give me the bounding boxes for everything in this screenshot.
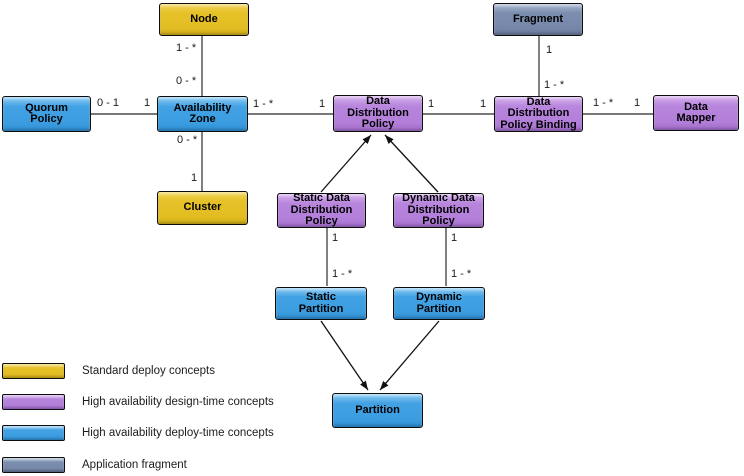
- data-mapper-box: Data Mapper: [653, 95, 739, 131]
- multiplicity-binding-end-mapper-edge: 1 - *: [593, 97, 614, 109]
- multiplicity-quorum-end: 0 - 1: [97, 97, 120, 109]
- multiplicity-binding-end-fragment-edge: 1 - *: [544, 79, 565, 91]
- legend-item-deploy-time: High availability deploy-time concepts: [2, 425, 274, 441]
- dynamic-data-distribution-policy-box: Dynamic Data Distribution Policy: [393, 193, 484, 228]
- multiplicity-node-end: 1 - *: [176, 42, 197, 54]
- dynamic-partition-box: Dynamic Partition: [393, 287, 485, 320]
- legend-swatch-application-fragment: [2, 457, 65, 473]
- legend-label-application-fragment: Application fragment: [82, 459, 187, 471]
- legend-label-design-time: High availability design-time concepts: [82, 396, 274, 408]
- multiplicity-az-end-cluster-edge: 0 - *: [177, 134, 198, 146]
- multiplicity-fragment-end: 1: [546, 44, 553, 56]
- arrow-dynamic-partition-to-partition: [379, 320, 440, 391]
- multiplicity-mapper-end: 1: [634, 97, 641, 109]
- quorum-policy-box: Quorum Policy: [2, 96, 91, 132]
- arrow-static-partition-to-partition: [320, 320, 369, 391]
- multiplicity-dynamic-partition-end: 1 - *: [451, 268, 472, 280]
- node-box: Node: [159, 3, 249, 36]
- legend-swatch-standard: [2, 363, 65, 379]
- legend-label-standard: Standard deploy concepts: [82, 365, 215, 377]
- arrow-static-policy-to-policy: [320, 134, 372, 193]
- multiplicity-binding-end-policy-edge: 1: [480, 98, 487, 110]
- legend-item-application-fragment: Application fragment: [2, 457, 187, 473]
- arrow-dynamic-policy-to-policy: [384, 134, 439, 193]
- partition-box: Partition: [332, 393, 423, 428]
- multiplicity-az-end-quorum-edge: 1: [144, 97, 151, 109]
- multiplicity-dynamic-policy-end: 1: [451, 232, 458, 244]
- multiplicity-policy-end-binding-edge: 1: [428, 98, 435, 110]
- availability-zone-box: Availability Zone: [157, 96, 248, 132]
- legend-swatch-deploy-time: [2, 425, 65, 441]
- cluster-box: Cluster: [157, 191, 248, 225]
- multiplicity-static-policy-end: 1: [332, 232, 339, 244]
- multiplicity-az-end-node-edge: 0 - *: [176, 75, 197, 87]
- multiplicity-cluster-end: 1: [191, 172, 198, 184]
- legend-item-standard: Standard deploy concepts: [2, 363, 215, 379]
- multiplicity-policy-end-az-edge: 1: [319, 98, 326, 110]
- multiplicity-az-end-policy-edge: 1 - *: [253, 98, 274, 110]
- static-partition-box: Static Partition: [275, 287, 367, 320]
- fragment-box: Fragment: [493, 3, 583, 36]
- legend-label-deploy-time: High availability deploy-time concepts: [82, 427, 274, 439]
- legend-item-design-time: High availability design-time concepts: [2, 394, 274, 410]
- static-data-distribution-policy-box: Static Data Distribution Policy: [277, 193, 366, 228]
- data-distribution-policy-box: Data Distribution Policy: [333, 95, 423, 132]
- data-distribution-policy-binding-box: Data Distribution Policy Binding: [494, 96, 583, 132]
- multiplicity-static-partition-end: 1 - *: [332, 268, 353, 280]
- legend-swatch-design-time: [2, 394, 65, 410]
